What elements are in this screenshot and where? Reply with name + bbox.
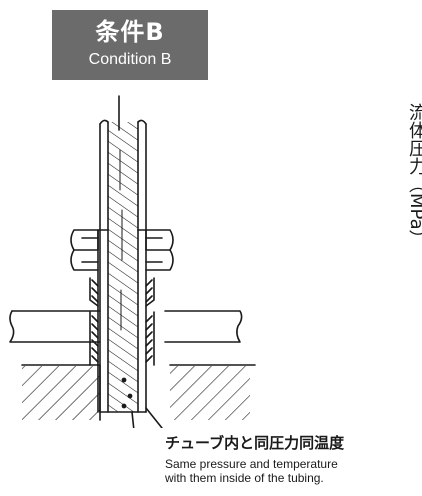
mounting-plate [9, 310, 243, 343]
fluid-pressure-axis-label: 流体圧力（MPa） [406, 103, 422, 248]
condition-title: 条件B [95, 18, 165, 46]
caption-english-line1: Same pressure and temperature [165, 457, 338, 471]
fitting-cross-section-diagram [9, 95, 256, 428]
caption-english: Same pressure and temperature with them … [165, 457, 338, 485]
caption-japanese: チューブ内と同圧力同温度 [165, 434, 345, 452]
body-block-hatching [21, 364, 256, 421]
caption-english-line2: with them inside of the tubing. [165, 471, 324, 485]
fitting-body-left [70, 229, 99, 413]
tube-tip [99, 377, 163, 428]
condition-badge: 条件B Condition B [52, 10, 208, 80]
tube [99, 95, 147, 413]
condition-subtitle: Condition B [88, 51, 172, 68]
fitting-body-right [145, 229, 174, 413]
